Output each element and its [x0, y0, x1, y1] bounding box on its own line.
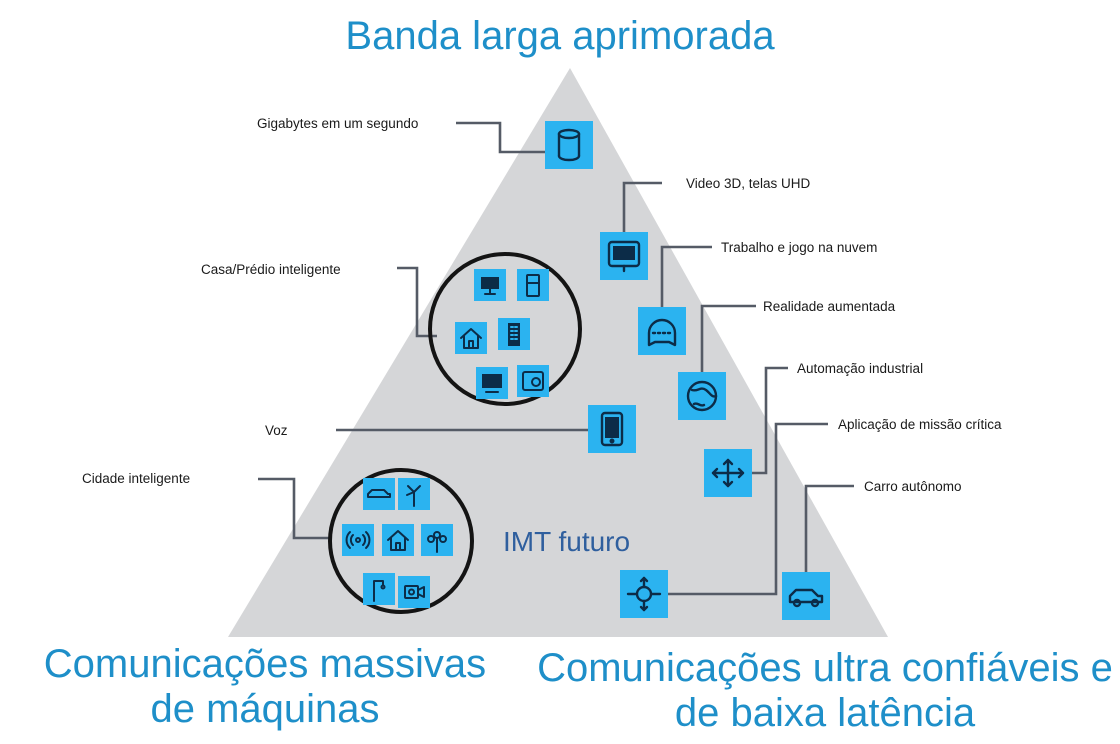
- connector-lines: [258, 121, 854, 596]
- monitor-icon: [474, 269, 506, 301]
- house-icon: [455, 322, 487, 354]
- connector-cidade: [258, 477, 332, 540]
- connector-automacao: [744, 366, 788, 475]
- fridge-icon: [517, 269, 549, 301]
- building-icon: [498, 318, 530, 350]
- title-enhanced-broadband: Banda larga aprimorada: [345, 14, 775, 58]
- title-line: de baixa latência: [674, 690, 976, 735]
- connector-casa: [397, 266, 437, 338]
- label-gigabytes: Gigabytes em um segundo: [257, 116, 418, 131]
- streetlight-icon: [363, 573, 395, 605]
- tablet-icon: [588, 405, 636, 453]
- wireless-icon: [342, 524, 374, 556]
- smart-home-circle: [428, 252, 582, 406]
- database-icon: [545, 121, 593, 169]
- tree-icon: [421, 524, 453, 556]
- label-nuvem: Trabalho e jogo na nuvem: [721, 240, 877, 255]
- center-label-imt: IMT futuro: [503, 526, 630, 557]
- connector-video3d: [622, 181, 662, 232]
- label-voz: Voz: [265, 423, 288, 438]
- label-automacao: Automação industrial: [797, 361, 923, 376]
- car-icon: [363, 478, 395, 510]
- connector-gigabytes: [456, 121, 545, 154]
- wind-turbine-icon: [398, 478, 430, 510]
- connector-nuvem: [660, 245, 712, 307]
- connector-realidade: [700, 304, 756, 372]
- camera-icon: [398, 576, 430, 608]
- washing-machine-icon: [517, 365, 549, 397]
- title-line: de máquinas: [150, 686, 380, 731]
- tv-icon: [476, 367, 508, 399]
- gamepad-icon: [638, 307, 686, 355]
- title-ultra-reliable-low-latency: Comunicações ultra confiáveis e de baixa…: [535, 646, 1115, 736]
- label-carro: Carro autônomo: [864, 479, 962, 494]
- tv-screen-icon: [600, 232, 648, 280]
- expand-arrows-icon: [704, 449, 752, 497]
- label-realidade: Realidade aumentada: [763, 299, 896, 314]
- globe-icon: [678, 372, 726, 420]
- smart-city-circle: [328, 468, 474, 614]
- label-video3d: Video 3D, telas UHD: [686, 176, 811, 191]
- label-casa: Casa/Prédio inteligente: [201, 262, 341, 277]
- title-line: Comunicações ultra confiáveis e: [537, 646, 1113, 690]
- title-massive-machine-communications: Comunicações massivas de máquinas: [40, 642, 490, 732]
- label-missao: Aplicação de missão crítica: [838, 417, 1002, 432]
- car-icon: [782, 572, 830, 620]
- connector-missao: [664, 422, 828, 596]
- label-cidade: Cidade inteligente: [82, 471, 190, 486]
- house-icon: [382, 524, 414, 556]
- title-line: Comunicações massivas: [43, 642, 487, 686]
- connector-carro: [804, 484, 854, 572]
- network-hub-icon: [620, 570, 668, 618]
